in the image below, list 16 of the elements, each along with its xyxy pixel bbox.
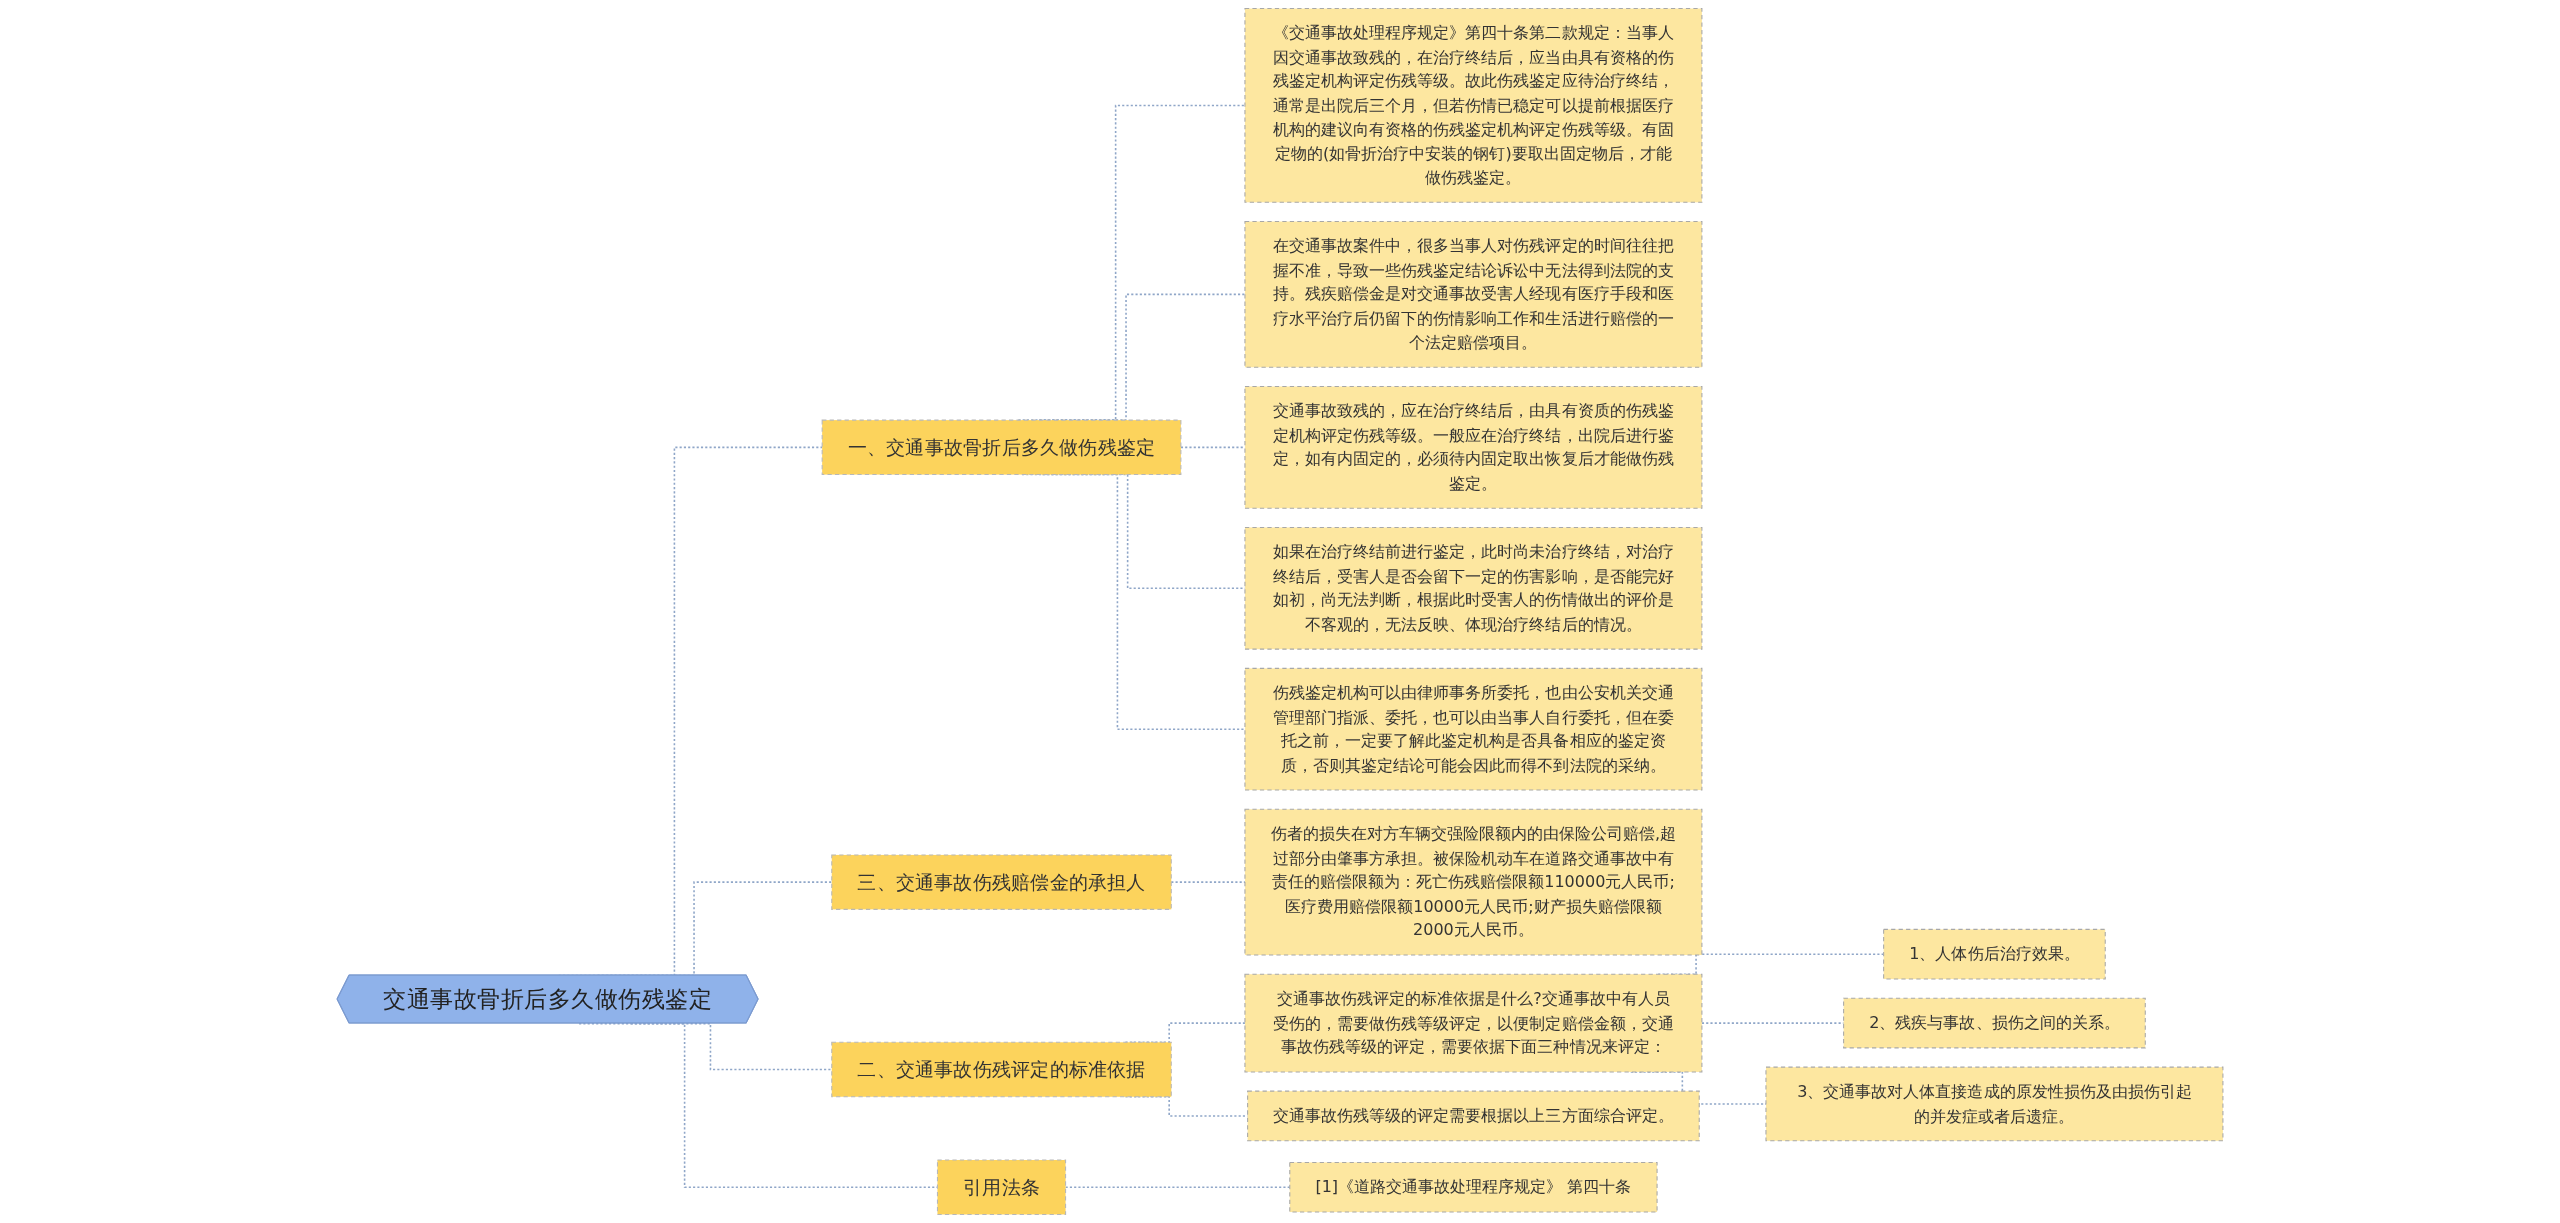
node-box: 交通事故伤残等级的评定需要根据以上三方面综合评定。 xyxy=(1247,1090,1700,1142)
node-box: 2、残疾与事故、损伤之间的关系。 xyxy=(1843,997,2146,1049)
node-box: 3、交通事故对人体直接造成的原发性损伤及由损伤引起的并发症或者后遗症。 xyxy=(1765,1066,2224,1142)
node-box: 交通事故致残的，应在治疗终结后，由具有资质的伤残鉴定机构评定伤残等级。一般应在治疗终结，出院后进行鉴定，如有内固定的，必须待内固定取出恢复后才能做伤残鉴定。 xyxy=(1244,385,1703,509)
node-box: 在交通事故案件中，很多当事人对伤残评定的时间往往把握不准，导致一些伤残鉴定结论诉讼中无法得到法院的支持。残疾赔偿金是对交通事故受害人经现有医疗手段和医疗水平治疗后仍留下的伤情影响工作和生活进行赔偿的一个法定赔偿项目。 xyxy=(1244,221,1703,368)
node-box: 如果在治疗终结前进行鉴定，此时尚未治疗终结，对治疗终结后，受害人是否会留下一定的伤害影响，是否能完好如初，尚无法判断，根据此时受害人的伤情做出的评价是不客观的，无法反映、体现治疗终结后的情况。 xyxy=(1244,526,1703,650)
node-box: 引用法条 xyxy=(936,1159,1067,1215)
node-box: 伤残鉴定机构可以由律师事务所委托，也由公安机关交通管理部门指派、委托，也可以由当事人自行委托，但在委托之前，一定要了解此鉴定机构是否具备相应的鉴定资质，否则其鉴定结论可能会因此而得不到法院的采纳。 xyxy=(1244,667,1703,791)
node-box: 伤者的损失在对方车辆交强险限额内的由保险公司赔偿,超过部分由肇事方承担。被保险机动车在道路交通事故中有责任的赔偿限额为：死亡伤残赔偿限额110000元人民币;医疗费用赔偿限额10000元人民币;财产损失赔偿限额2000元人民币。 xyxy=(1244,808,1703,956)
node-box: [1]《道路交通事故处理程序规定》 第四十条 xyxy=(1289,1161,1658,1213)
node-box: 《交通事故处理程序规定》第四十条第二款规定：当事人因交通事故致残的，在治疗终结后，应当由具有资格的伤残鉴定机构评定伤残等级。故此伤残鉴定应待治疗终结，通常是出院后三个月，但若伤情已稳定可以提前根据医疗机构的建议向有资格的伤残鉴定机构评定伤残等级。有固定物的(如骨折治疗中安装的钢钉)要取出固定物后，才能做伤残鉴定。 xyxy=(1244,8,1703,203)
node-box: 一、交通事故骨折后多久做伤残鉴定 xyxy=(821,419,1182,476)
node-box: 交通事故伤残评定的标准依据是什么?交通事故中有人员受伤的，需要做伤残等级评定，以便制定赔偿金额，交通事故伤残等级的评定，需要依据下面三种情况来评定： xyxy=(1244,973,1703,1073)
node-box: 二、交通事故伤残评定的标准依据 xyxy=(831,1041,1172,1098)
node-box: 1、人体伤后治疗效果。 xyxy=(1883,928,2106,980)
node-box: 三、交通事故伤残赔偿金的承担人 xyxy=(831,854,1172,910)
